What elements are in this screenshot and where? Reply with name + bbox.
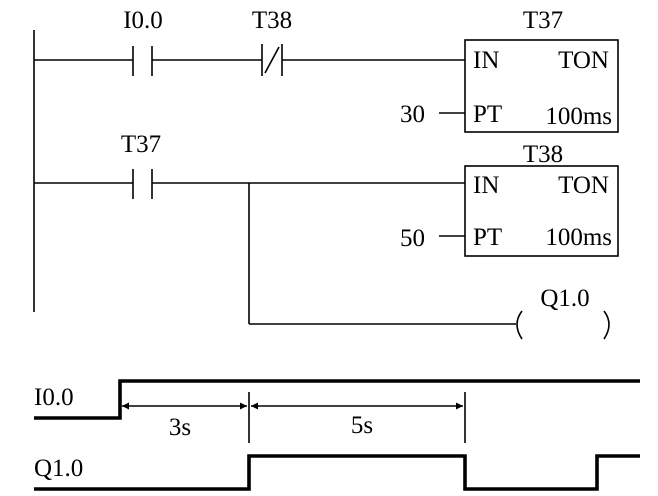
contact-label-t37: T37 [121,131,161,158]
timer-pt-label: PT [473,224,502,251]
timer-block-t38: IN TON PT 100ms [464,165,619,257]
timer-block-t37: IN TON PT 100ms [464,39,619,133]
timer-type-label: TON [558,172,609,199]
timer-box [464,165,619,257]
contact-no-t37 [132,169,153,199]
interval-label-3s: 3s [169,414,191,441]
contact-label-t38: T38 [252,7,292,34]
contact-label-i00: I0.0 [123,7,163,34]
rung-2: T37 IN TON PT 100ms T38 50 Q1.0 [34,131,619,340]
rung-1: I0.0 T38 IN TON PT 100ms T37 30 [34,7,619,133]
signal-label-i00: I0.0 [34,384,74,411]
contact-nc-t38 [261,44,283,76]
coil-q10 [516,310,610,340]
waveform-q10 [34,454,640,491]
timer-box [464,39,619,133]
coil-label-q10: Q1.0 [540,285,589,312]
timer-base-label: 100ms [545,224,612,251]
timer-name-t37: T37 [523,7,563,34]
waveform-i00 [34,379,640,420]
timing-diagram: I0.0 Q1.0 3s 5s [34,379,640,491]
interval-label-5s: 5s [351,412,373,439]
contact-no-i00 [132,46,153,76]
timer-preset-t37: 30 [400,101,425,128]
timer-in-label: IN [473,47,499,74]
timer-base-label: 100ms [545,103,612,130]
signal-label-q10: Q1.0 [34,455,83,482]
timer-pt-label: PT [473,101,502,128]
timer-preset-t38: 50 [400,225,425,252]
timer-name-t38: T38 [523,141,563,168]
timer-in-label: IN [473,172,499,199]
timer-type-label: TON [558,47,609,74]
